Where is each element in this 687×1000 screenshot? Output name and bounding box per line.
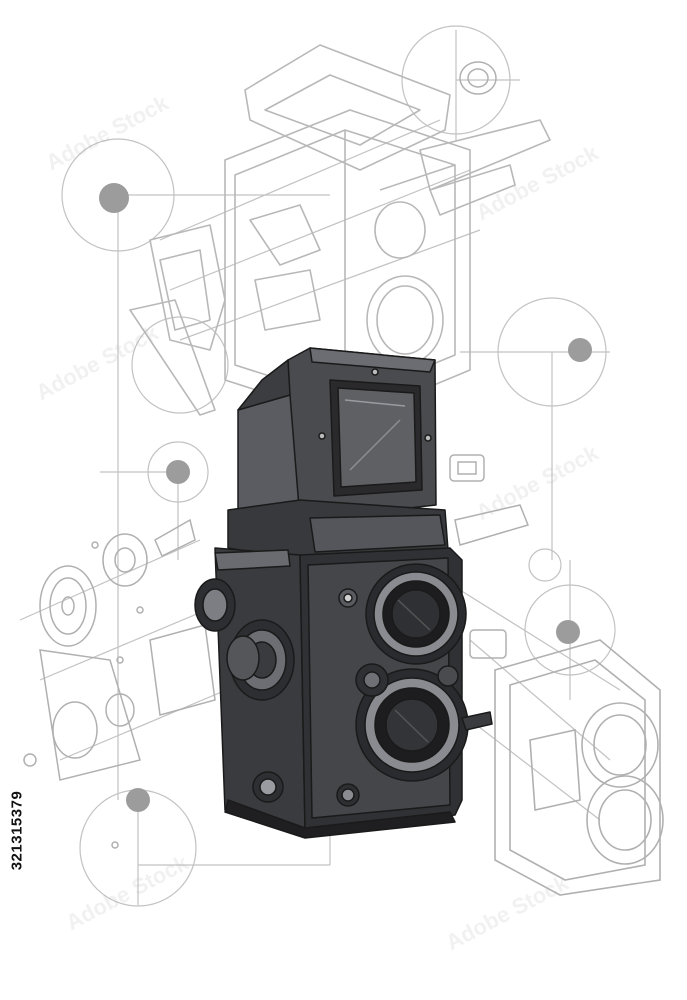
small-parts-sketch [23,61,530,849]
schematic-circle [528,548,562,582]
schematic-nodes [99,183,592,812]
node-dot [99,183,129,213]
node-dot [126,788,150,812]
stock-id-label: 321315379 [6,770,28,890]
node-dot [166,460,190,484]
stock-id-text: 321315379 [8,790,26,870]
front-lens-assembly-sketch [494,639,664,896]
schematic-circle [131,316,229,414]
node-dot [568,338,592,362]
node-dot [556,620,580,644]
tlr-camera [194,347,493,839]
